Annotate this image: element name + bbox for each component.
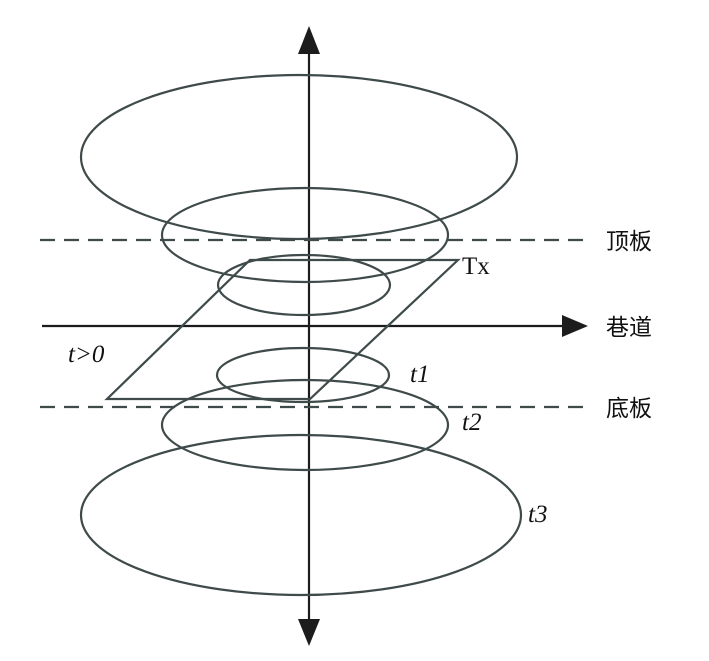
upper-ellipse-medium xyxy=(160,186,450,284)
tx-label: Tx xyxy=(462,253,490,280)
upper-ellipse-small xyxy=(216,253,392,317)
t3-ellipse xyxy=(79,433,523,597)
vertical-axis-up-arrow xyxy=(298,26,320,54)
t3-label: t3 xyxy=(528,501,547,528)
upper-ellipse-large xyxy=(79,73,519,241)
t1-ellipse xyxy=(215,346,391,404)
t1-label: t1 xyxy=(410,361,429,388)
t2-label: t2 xyxy=(462,409,481,436)
t2-ellipse xyxy=(160,378,450,472)
roof-label: 顶板 xyxy=(606,229,652,255)
floor-label: 底板 xyxy=(606,396,652,422)
vertical-axis-down-arrow xyxy=(298,619,320,646)
tunnel-axis-arrow xyxy=(562,315,588,337)
t-gt-zero-label: t>0 xyxy=(68,341,105,368)
tx-loop xyxy=(104,258,461,401)
tunnel-label: 巷道 xyxy=(606,315,652,341)
